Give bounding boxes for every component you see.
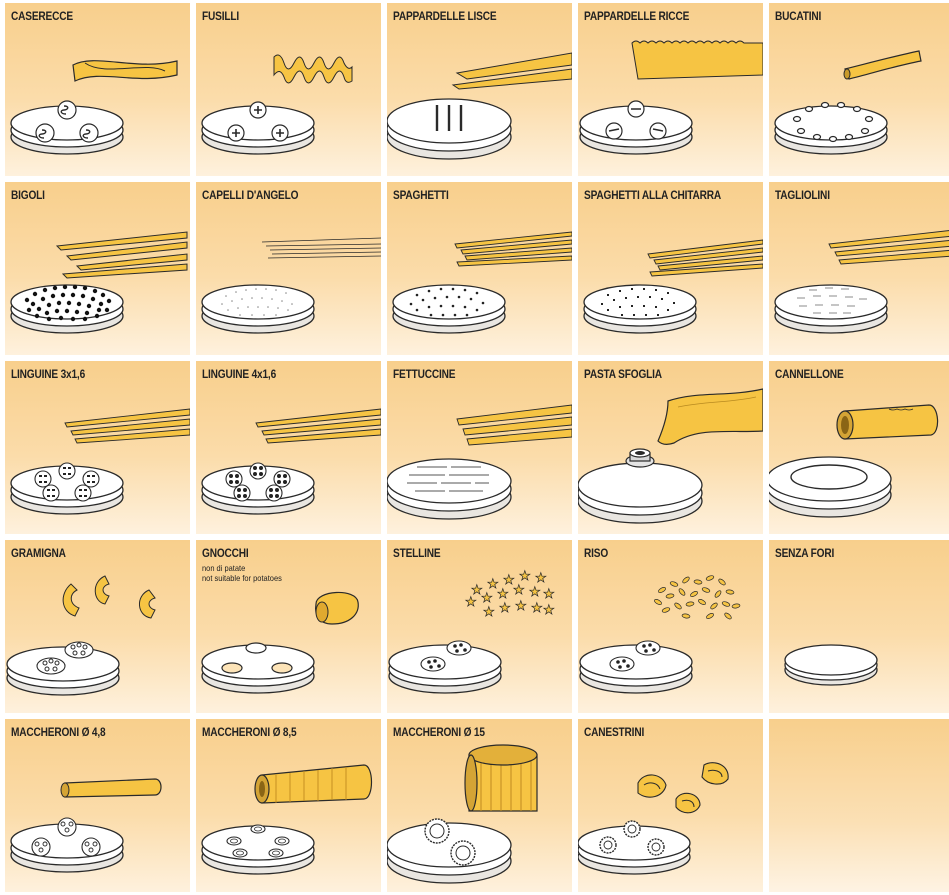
tile-spaghetti[interactable]: SPAGHETTI [387,182,572,355]
pasta-die-illustration [387,404,572,520]
svg-text:★: ★ [543,587,555,602]
pasta-die-illustration [10,231,188,334]
tile-casarecce[interactable]: CASERECCE [5,3,190,176]
tile-stelline[interactable]: STELLINE ★★★★★ ★★★★★★ ★★★★★ [387,540,572,713]
pasta-die-illustration [10,778,162,873]
tile-senza-fori[interactable]: SENZA FORI [769,540,949,713]
svg-text:★: ★ [471,583,483,598]
tile-label: BUCATINI [775,11,822,23]
svg-text:★: ★ [531,601,543,616]
tile-label: STELLINE [393,548,441,560]
pasta-die-illustration: ★★★★★ ★★★★★★ ★★★★★ [388,569,555,694]
tile-label: RISO [584,548,609,560]
svg-text:★: ★ [483,605,495,620]
tile-label: FETTUCCINE [393,369,456,381]
tile-label: CANNELLONE [775,369,844,381]
tile-riso[interactable]: RISO [578,540,763,713]
svg-text:★: ★ [515,599,527,614]
tile-label: PASTA SFOGLIA [584,369,662,381]
tile-label: LINGUINE 4x1,6 [202,369,277,381]
tile-gnocchi[interactable]: GNOCCHI non di patate not suitable for p… [196,540,381,713]
tile-label: SENZA FORI [775,548,835,560]
tile-label: MACCHERONI Ø 15 [393,727,485,739]
svg-text:★: ★ [529,585,541,600]
tile-linguine-3x16[interactable]: LINGUINE 3x1,6 [5,361,190,534]
tile-label: SPAGHETTI ALLA CHITARRA [584,190,722,202]
tile-label: SPAGHETTI [393,190,449,202]
note-english: not suitable for potatoes [202,573,282,583]
svg-text:★: ★ [503,573,515,588]
pasta-die-illustration [6,575,156,696]
tile-label: GNOCCHI [202,548,249,560]
tile-empty [769,719,949,892]
tile-label: BIGOLI [11,190,45,202]
svg-text:★: ★ [481,591,493,606]
pasta-die-illustration [784,644,878,686]
svg-text:★: ★ [519,569,531,584]
tile-bucatini[interactable]: BUCATINI [769,3,949,176]
pasta-die-illustration [583,239,763,334]
pasta-die-illustration [201,237,381,334]
tile-label: LINGUINE 3x1,6 [11,369,86,381]
svg-text:★: ★ [465,595,477,610]
tile-capelli-dangelo[interactable]: CAPELLI D'ANGELO [196,182,381,355]
pasta-die-illustration [392,231,572,334]
pasta-die-illustration [10,408,190,515]
note-italian: non di patate [202,563,246,573]
svg-text:★: ★ [497,587,509,602]
pasta-die-illustration [579,575,741,694]
tile-label: GRAMIGNA [11,548,66,560]
tile-linguine-4x16[interactable]: LINGUINE 4x1,6 [196,361,381,534]
pasta-die-illustration [578,388,763,524]
tile-label: MACCHERONI Ø 4,8 [11,727,106,739]
svg-text:★: ★ [499,601,511,616]
tile-label: CAPELLI D'ANGELO [202,190,299,202]
tile-label: CANESTRINI [584,727,645,739]
tile-maccheroni-15[interactable]: MACCHERONI Ø 15 [387,719,572,892]
tile-pasta-sfoglia[interactable]: PASTA SFOGLIA [578,361,763,534]
tile-canestrini[interactable]: CANESTRINI [578,719,763,892]
pasta-die-illustration [201,764,373,875]
pasta-die-illustration [201,591,359,694]
pasta-die-illustration [201,54,353,155]
tile-maccheroni-85[interactable]: MACCHERONI Ø 8,5 [196,719,381,892]
pasta-die-illustration [579,40,763,155]
pasta-die-illustration [387,52,572,160]
svg-text:★: ★ [543,603,555,618]
tile-label: FUSILLI [202,11,240,23]
tile-bigoli[interactable]: BIGOLI [5,182,190,355]
tile-fusilli[interactable]: FUSILLI [196,3,381,176]
tile-maccheroni-48[interactable]: MACCHERONI Ø 4,8 [5,719,190,892]
pasta-die-illustration [774,50,922,155]
pasta-die-illustration [201,408,381,515]
tile-label: TAGLIOLINI [775,190,830,202]
pasta-die-illustration [387,744,538,884]
tile-tagliolini[interactable]: TAGLIOLINI [769,182,949,355]
tile-label: PAPPARDELLE LISCE [393,11,497,23]
tile-cannellone[interactable]: CANNELLONE [769,361,949,534]
tile-label: PAPPARDELLE RICCE [584,11,690,23]
svg-text:★: ★ [513,583,525,598]
tile-pappardelle-ricce[interactable]: PAPPARDELLE RICCE [578,3,763,176]
pasta-die-illustration [769,404,939,518]
svg-text:★: ★ [487,577,499,592]
tile-label: CASERECCE [11,11,73,23]
tile-gramigna[interactable]: GRAMIGNA [5,540,190,713]
tile-spaghetti-alla-chitarra[interactable]: SPAGHETTI ALLA CHITARRA [578,182,763,355]
pasta-die-illustration [578,762,729,875]
tile-pappardelle-lisce[interactable]: PAPPARDELLE LISCE [387,3,572,176]
pasta-die-illustration [10,60,178,155]
pasta-die-illustration [774,230,949,334]
tile-fettuccine[interactable]: FETTUCCINE [387,361,572,534]
tile-label: MACCHERONI Ø 8,5 [202,727,297,739]
svg-text:★: ★ [535,571,547,586]
